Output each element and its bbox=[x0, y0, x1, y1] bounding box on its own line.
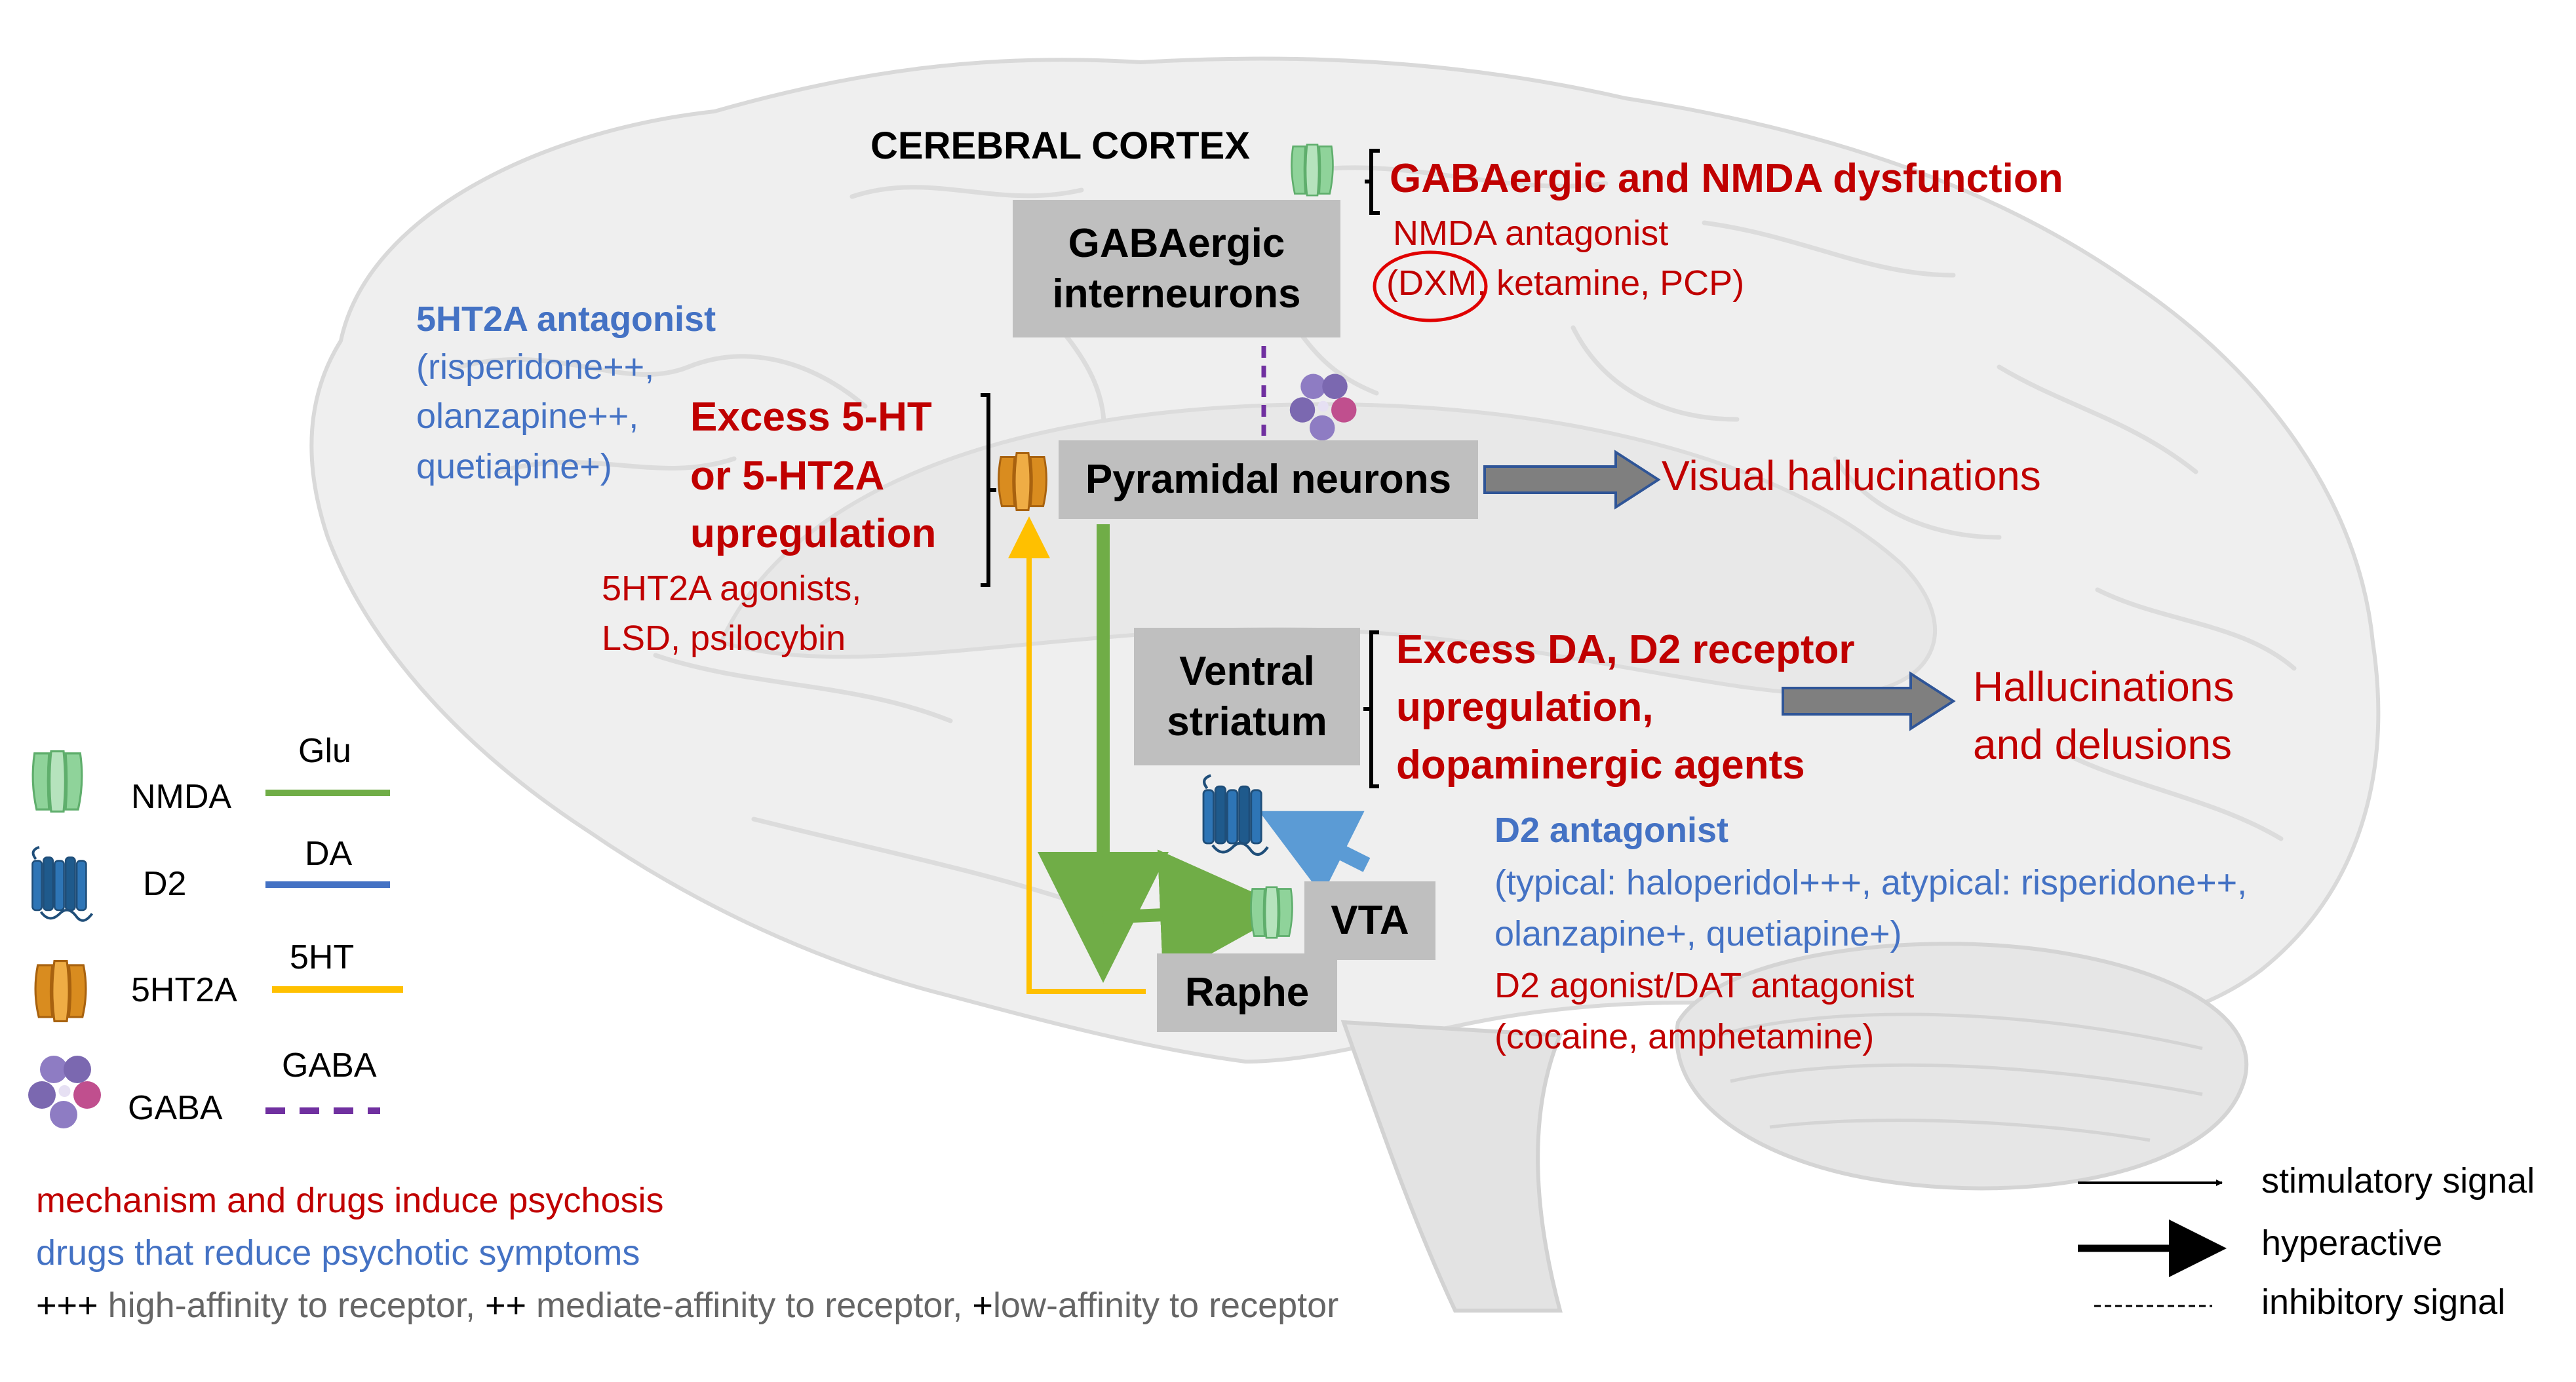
5ht2a-antagonist-drug-3: quetiapine+) bbox=[416, 447, 612, 486]
gaba-box-line1: GABAergic bbox=[1068, 220, 1285, 266]
legend-glu-label: Glu bbox=[298, 732, 351, 770]
key-affinity-label: +++ high-affinity to receptor, ++ mediat… bbox=[36, 1284, 1338, 1327]
striatum-box-line1: Ventral bbox=[1179, 648, 1315, 694]
d2-receptor-icon bbox=[31, 845, 94, 922]
d2-antagonist-drugs-1: (typical: haloperidol+++, atypical: risp… bbox=[1494, 863, 2248, 902]
excess-da-line1: Excess DA, D2 receptor bbox=[1396, 627, 1855, 672]
affinity-mid-text: mediate-affinity to receptor, bbox=[526, 1286, 973, 1325]
nmda-antagonist-label: NMDA antagonist bbox=[1393, 214, 1669, 253]
d2-agonist-line2: (cocaine, amphetamine) bbox=[1494, 1017, 1875, 1056]
raphe-box: Raphe bbox=[1157, 953, 1337, 1032]
da-bracket bbox=[1363, 630, 1379, 788]
legend-gaba-label: GABA bbox=[128, 1089, 223, 1127]
excess-5ht-line2: or 5-HT2A bbox=[690, 453, 885, 499]
excess-da-line2: upregulation, bbox=[1396, 685, 1654, 730]
5ht2a-agonists-line2: LSD, psilocybin bbox=[602, 619, 846, 658]
gaba-interneurons-box: GABAergic interneurons bbox=[1013, 200, 1340, 337]
glu-pathway-arrow bbox=[1097, 524, 1110, 917]
dxm-highlight-circle bbox=[1373, 250, 1488, 322]
gaba-bracket bbox=[1365, 149, 1380, 215]
glu-to-vta-arrow bbox=[1103, 849, 1291, 981]
ht-pathway-line bbox=[1008, 516, 1146, 994]
excess-5ht-line3: upregulation bbox=[690, 511, 937, 556]
legend-nmda-label: NMDA bbox=[131, 778, 232, 816]
excess-da-line3: dopaminergic agents bbox=[1396, 742, 1805, 788]
cortex-title: CEREBRAL CORTEX bbox=[870, 125, 1250, 167]
5ht2a-antagonist-drug-2: olanzapine++, bbox=[416, 396, 639, 436]
d2-antagonist-drugs-2: olanzapine+, quetiapine+) bbox=[1494, 914, 1902, 953]
affinity-mid-marker: ++ bbox=[484, 1286, 527, 1325]
gaba-receptor-icon bbox=[28, 1056, 101, 1128]
affinity-high-text: high-affinity to receptor, bbox=[98, 1286, 485, 1325]
nmda-receptor-icon bbox=[1250, 886, 1293, 939]
d2-antagonist-title: D2 antagonist bbox=[1494, 811, 1729, 850]
gaba-box-line2: interneurons bbox=[1052, 271, 1301, 317]
legend-inhibitory-label: inhibitory signal bbox=[2261, 1282, 2506, 1322]
hallucinations-line2: and delusions bbox=[1973, 721, 2232, 768]
5ht2a-receptor-icon bbox=[34, 959, 87, 1023]
affinity-low-text: low-affinity to receptor bbox=[992, 1286, 1339, 1325]
legend-da-label: DA bbox=[305, 835, 353, 873]
5ht2a-antagonist-drug-1: (risperidone++, bbox=[416, 347, 655, 387]
ht-bracket bbox=[981, 393, 996, 587]
legend-5ht2a-label: 5HT2A bbox=[131, 971, 237, 1009]
legend-stimulatory-label: stimulatory signal bbox=[2261, 1161, 2535, 1200]
key-mechanism-label: mechanism and drugs induce psychosis bbox=[36, 1181, 664, 1220]
legend-d2-label: D2 bbox=[143, 865, 187, 903]
affinity-high-marker: +++ bbox=[36, 1286, 98, 1325]
nmda-antagonist-drugs: (DXM, ketamine, PCP) bbox=[1386, 262, 1744, 305]
5ht2a-antagonist-title: 5HT2A antagonist bbox=[416, 299, 716, 339]
nmda-receptor-icon bbox=[31, 750, 83, 813]
ventral-striatum-box: Ventral striatum bbox=[1134, 628, 1360, 765]
d2-agonist-line1: D2 agonist/DAT antagonist bbox=[1494, 966, 1915, 1005]
excess-5ht-line1: Excess 5-HT bbox=[690, 394, 932, 440]
nmda-drug-list: , ketamine, PCP) bbox=[1476, 263, 1745, 303]
vta-box: VTA bbox=[1304, 881, 1435, 960]
connection-arrows bbox=[1008, 346, 1956, 994]
dxm-label: (DXM bbox=[1386, 263, 1477, 303]
brackets bbox=[981, 149, 1380, 788]
hallucinations-line1: Hallucinations bbox=[1973, 663, 2234, 710]
key-treatment-label: drugs that reduce psychotic symptoms bbox=[36, 1233, 640, 1273]
legend-gaba-line-label: GABA bbox=[282, 1046, 377, 1084]
legend-hyperactive-label: hyperactive bbox=[2261, 1223, 2443, 1263]
da-to-d2-arrow bbox=[1259, 811, 1371, 896]
5ht2a-agonists-line1: 5HT2A agonists, bbox=[602, 569, 862, 608]
5ht2a-receptor-icon bbox=[998, 451, 1047, 512]
visual-hallucination-arrow bbox=[1483, 450, 1661, 510]
legend-5ht-label: 5HT bbox=[290, 938, 355, 976]
hallucination-delusion-arrow bbox=[1782, 671, 1956, 731]
nmda-receptor-icon bbox=[1291, 144, 1334, 197]
affinity-low-marker: + bbox=[972, 1286, 993, 1325]
striatum-box-line2: striatum bbox=[1167, 699, 1327, 744]
gaba-nmda-dysfunction-title: GABAergic and NMDA dysfunction bbox=[1390, 156, 2063, 201]
visual-hallucinations-label: Visual hallucinations bbox=[1662, 452, 2041, 499]
pyramidal-neurons-box: Pyramidal neurons bbox=[1059, 440, 1478, 519]
